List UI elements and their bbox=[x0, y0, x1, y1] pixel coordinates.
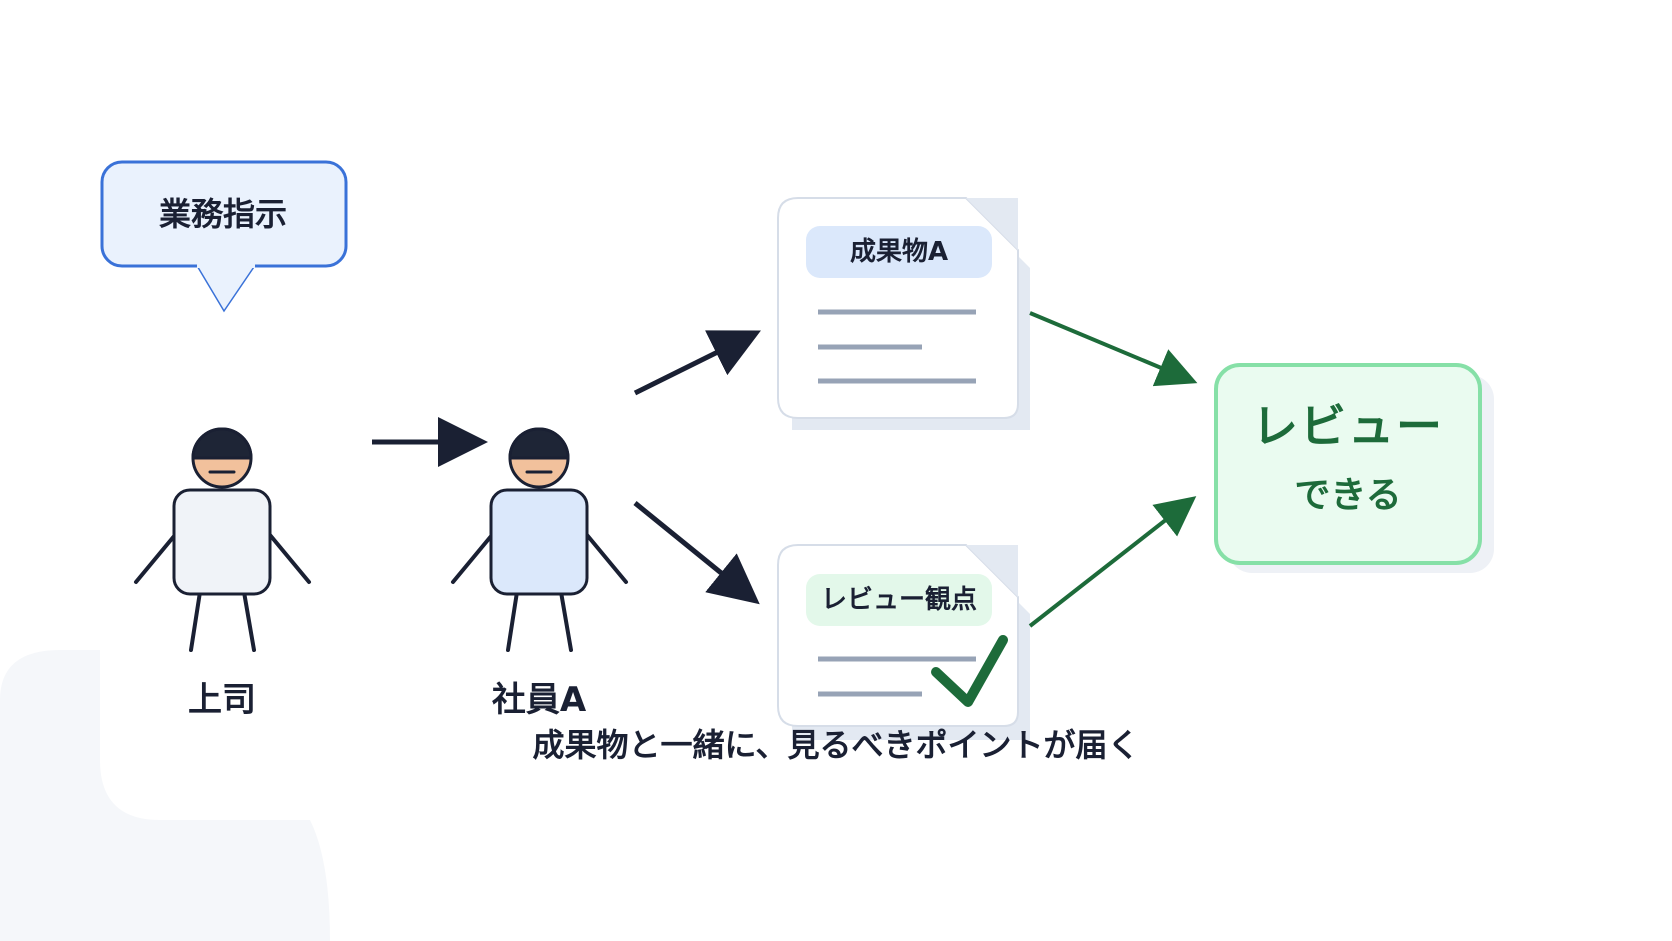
deliverable-tag: 成果物A bbox=[806, 226, 992, 278]
employee-right-leg bbox=[559, 590, 573, 652]
employee-name: 社員A bbox=[491, 680, 587, 720]
employee-left-arm bbox=[451, 533, 494, 584]
arrow-employee-to-deliverable bbox=[633, 330, 761, 396]
employee-body bbox=[489, 488, 589, 596]
boss-right-leg bbox=[242, 590, 256, 652]
bubble-tail bbox=[194, 263, 258, 313]
instruction-bubble-text: 業務指示 bbox=[158, 195, 287, 233]
boss-hair bbox=[191, 427, 253, 460]
review-box bbox=[1214, 363, 1494, 573]
caption: 成果物と一緒に、見るべきポイントが届く bbox=[532, 726, 1140, 764]
review-doc-fold bbox=[966, 545, 1018, 597]
review-points-tag: レビュー観点 bbox=[806, 574, 992, 626]
review-box-body bbox=[1214, 363, 1482, 565]
arrow-review-points-to-review bbox=[1028, 496, 1197, 628]
deliverable-doc-fold bbox=[966, 198, 1018, 250]
boss-figure bbox=[134, 427, 311, 652]
review-box-title: レビュー bbox=[1252, 399, 1444, 453]
boss-body bbox=[172, 488, 272, 596]
employee-left-leg bbox=[506, 590, 519, 652]
employee-right-arm bbox=[585, 533, 628, 584]
arrow-deliverable-to-review bbox=[1029, 311, 1198, 387]
check-icon bbox=[931, 635, 1008, 707]
review-doc-sheet bbox=[777, 544, 1019, 727]
arrow-employee-to-review-points bbox=[633, 501, 760, 605]
background-shape bbox=[0, 650, 330, 941]
review-box-subtitle: できる bbox=[1294, 475, 1402, 516]
employee-figure bbox=[451, 427, 628, 652]
boss-left-leg bbox=[189, 590, 202, 652]
boss-name: 上司 bbox=[188, 680, 256, 720]
boss-right-arm bbox=[268, 533, 311, 584]
employee-hair bbox=[508, 427, 570, 460]
instruction-bubble bbox=[100, 160, 348, 313]
boss-left-arm bbox=[134, 533, 177, 584]
